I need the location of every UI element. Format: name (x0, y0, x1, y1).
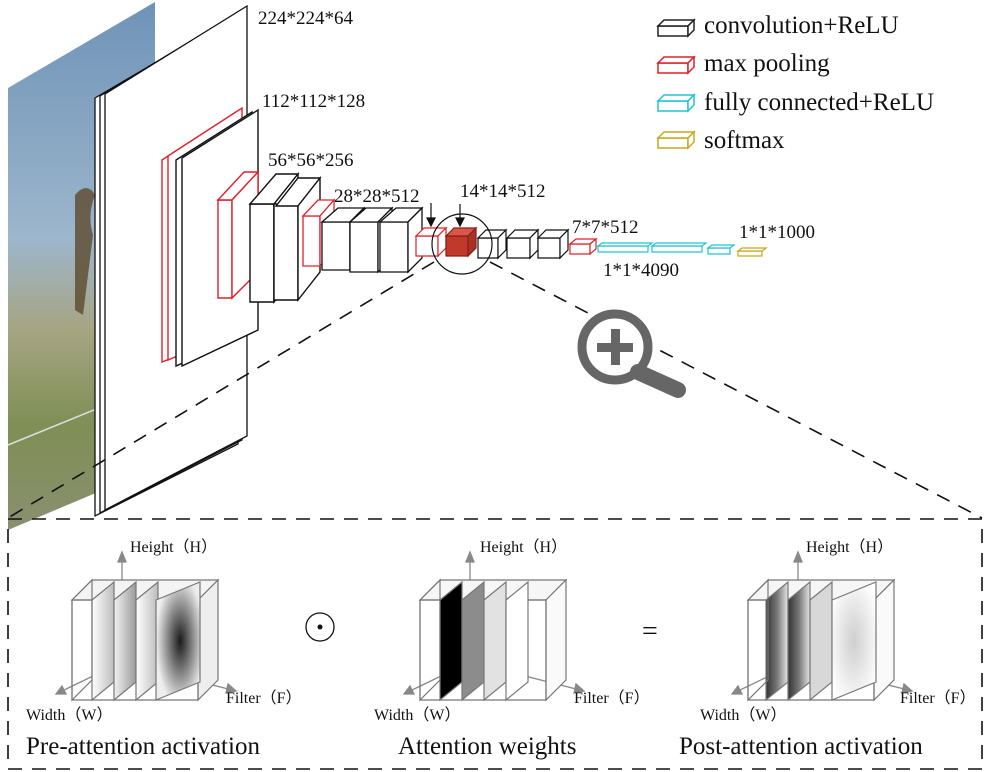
label-28: 28*28*512 (334, 186, 420, 207)
legend-softmax-swatch (656, 130, 696, 150)
panel3-height-label: Height（H） (806, 538, 893, 556)
panel-attention-weights: Height（H） Width（W） Filter（F） Attention w… (374, 538, 650, 760)
legend-pool-label: max pooling (704, 50, 830, 77)
legend-fc-label: fully connected+ReLU (704, 89, 934, 116)
conv-block-3 (216, 170, 322, 304)
panel1-caption: Pre-attention activation (26, 733, 260, 760)
label-14: 14*14*512 (460, 181, 546, 202)
label-112: 112*112*128 (262, 91, 365, 112)
fc-blocks (568, 237, 768, 257)
panel2-filter-label: Filter（F） (574, 689, 650, 707)
label-1000: 1*1*1000 (739, 222, 815, 243)
legend-fc-swatch (656, 93, 696, 113)
label-224: 224*224*64 (258, 8, 354, 29)
panel3-filter-label: Filter（F） (900, 689, 976, 707)
projection-lines (7, 261, 983, 519)
legend: convolution+ReLU max pooling fully conne… (656, 12, 934, 154)
panel1-height-label: Height（H） (130, 538, 217, 556)
equals-operator: = (642, 616, 658, 647)
panel-post-attention: Height（H） Width（W） Filter（F） Post-attent… (679, 538, 976, 760)
panel2-width-label: Width（W） (374, 706, 460, 724)
panel1-filter-label: Filter（F） (226, 689, 302, 707)
panel1-width-label: Width（W） (26, 706, 112, 724)
conv-block-4 (301, 198, 424, 274)
legend-pool-swatch (656, 55, 696, 75)
legend-conv-swatch (656, 18, 696, 38)
panel-pre-attention: Height（H） Width（W） Filter（F） Pre-attenti… (26, 538, 302, 760)
label-7: 7*7*512 (572, 217, 639, 238)
legend-softmax-label: softmax (704, 127, 785, 154)
conv-block-5 (414, 226, 570, 260)
label-56: 56*56*256 (268, 150, 354, 171)
panel3-caption: Post-attention activation (679, 733, 923, 760)
panel3-width-label: Width（W） (700, 706, 786, 724)
highlighted-feature-block (445, 235, 469, 257)
zoom-circle (431, 213, 493, 275)
label-arrows (426, 203, 465, 228)
panel2-caption: Attention weights (398, 733, 576, 760)
zoom-in-icon (577, 309, 686, 398)
hadamard-operator (305, 612, 335, 642)
zoom-detail-frame (7, 518, 983, 770)
panel2-height-label: Height（H） (480, 538, 567, 556)
label-4090: 1*1*4090 (603, 260, 679, 281)
legend-conv-label: convolution+ReLU (704, 12, 899, 39)
